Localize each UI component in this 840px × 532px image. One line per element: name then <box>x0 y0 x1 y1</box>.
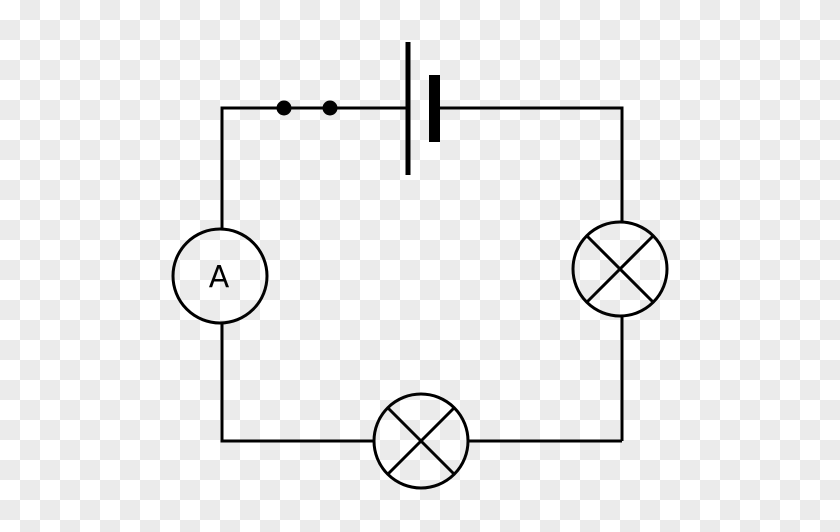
wire-top-left <box>220 106 408 229</box>
battery-cell-icon <box>405 42 440 175</box>
ammeter-icon: A <box>171 227 269 325</box>
lamp-bottom-icon <box>372 392 470 490</box>
wire-top-right <box>434 106 624 222</box>
lamp-right-icon <box>571 220 669 318</box>
wires <box>220 106 624 443</box>
wire-bottom-left <box>220 322 374 443</box>
open-switch-icon[interactable] <box>276 100 338 116</box>
ammeter-label: A <box>209 260 230 295</box>
